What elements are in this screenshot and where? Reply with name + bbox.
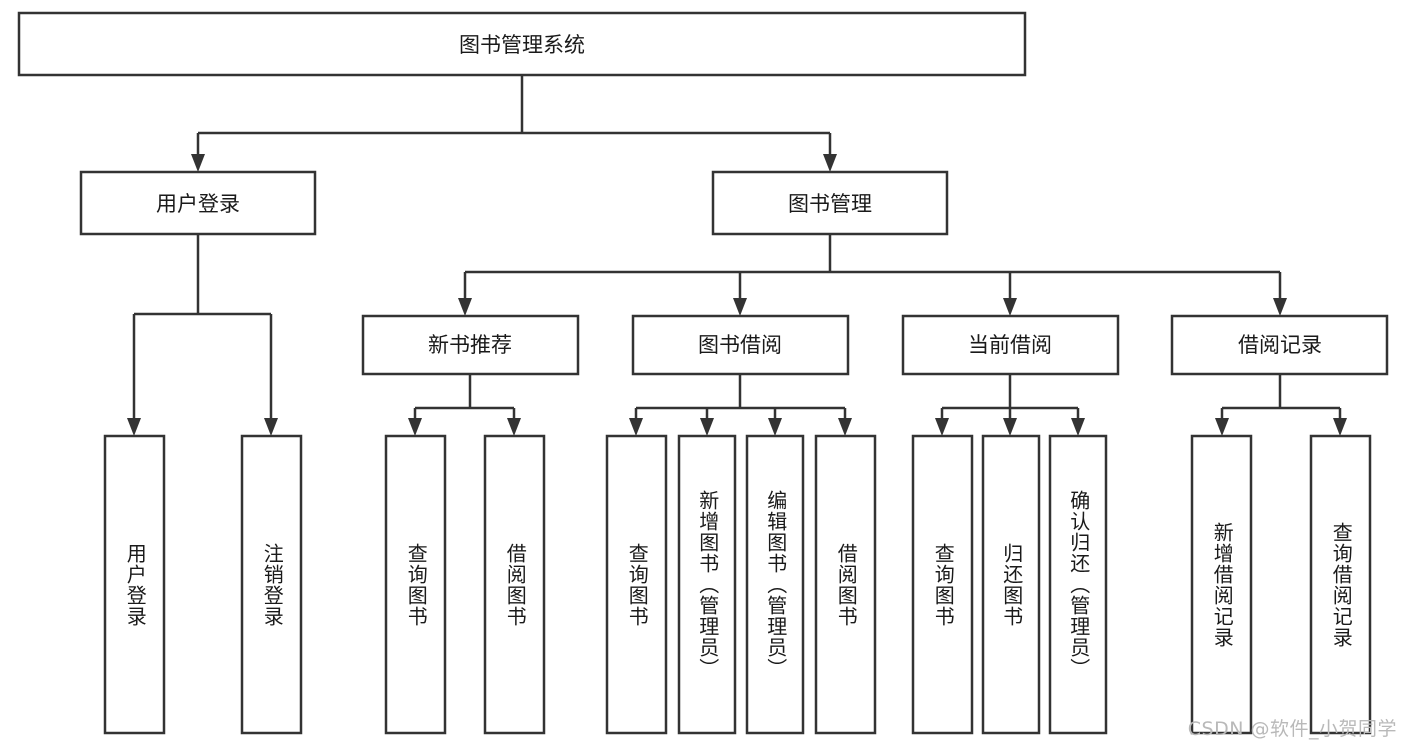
- node-leaf-borrow-book-2[interactable]: 借阅图书: [814, 434, 877, 735]
- node-book-borrow-box: [631, 314, 850, 376]
- node-leaf-query-record[interactable]: 查询借阅记录: [1309, 434, 1372, 735]
- node-root-box: [17, 11, 1027, 77]
- node-leaf-logout-login-box: [240, 434, 303, 735]
- node-current-borrow[interactable]: 当前借阅: [901, 314, 1120, 376]
- node-book-management[interactable]: 图书管理: [711, 170, 949, 236]
- node-leaf-borrow-book-2-label: 借阅图书: [834, 542, 859, 627]
- arrowhead-book-management: [823, 154, 837, 172]
- node-leaf-query-book-3-label: 查询图书: [931, 542, 956, 627]
- node-new-book-recommend-label: 新书推荐: [428, 333, 512, 357]
- node-leaf-return-book-box: [981, 434, 1041, 735]
- arrowhead-leaf-return-book: [1003, 418, 1017, 436]
- node-leaf-add-record-box: [1190, 434, 1253, 735]
- node-leaf-return-book[interactable]: 归还图书: [981, 434, 1041, 735]
- arrowhead-leaf-query-book-2: [629, 418, 643, 436]
- node-borrow-record-box: [1170, 314, 1389, 376]
- node-book-borrow[interactable]: 图书借阅: [631, 314, 850, 376]
- node-leaf-confirm-return-label: 确认归还（管理员）: [1066, 490, 1091, 679]
- arrowhead-leaf-add-book: [700, 418, 714, 436]
- node-root-label: 图书管理系统: [459, 33, 585, 57]
- node-leaf-user-login-label: 用户登录: [123, 542, 148, 627]
- node-current-borrow-label: 当前借阅: [968, 333, 1052, 357]
- node-leaf-query-book-1-label: 查询图书: [404, 542, 429, 627]
- node-root[interactable]: 图书管理系统: [17, 11, 1027, 77]
- arrowhead-leaf-add-record: [1215, 418, 1229, 436]
- node-new-book-recommend[interactable]: 新书推荐: [361, 314, 580, 376]
- node-leaf-user-login[interactable]: 用户登录: [103, 434, 166, 735]
- node-new-book-recommend-box: [361, 314, 580, 376]
- node-leaf-query-book-3[interactable]: 查询图书: [911, 434, 974, 735]
- node-leaf-add-book-label: 新增图书（管理员）: [695, 490, 720, 679]
- arrowhead-new-book-recommend: [458, 298, 472, 316]
- node-leaf-add-record-label: 新增借阅记录: [1210, 521, 1235, 648]
- node-leaf-edit-book-box: [745, 434, 805, 735]
- node-leaf-logout-login[interactable]: 注销登录: [240, 434, 303, 735]
- node-leaf-query-record-label: 查询借阅记录: [1329, 521, 1354, 648]
- node-leaf-borrow-book-2-box: [814, 434, 877, 735]
- node-leaf-query-book-3-box: [911, 434, 974, 735]
- node-leaf-query-book-1-box: [384, 434, 447, 735]
- leaf-layer: 用户登录 注销登录 查询图书 借阅图书: [103, 434, 1372, 735]
- node-book-management-box: [711, 170, 949, 236]
- node-current-borrow-box: [901, 314, 1120, 376]
- node-leaf-logout-login-label: 注销登录: [260, 542, 285, 627]
- node-user-login-label: 用户登录: [156, 192, 240, 216]
- arrowhead-leaf-query-book-3: [935, 418, 949, 436]
- node-leaf-add-record[interactable]: 新增借阅记录: [1190, 434, 1253, 735]
- arrowhead-borrow-record: [1273, 298, 1287, 316]
- node-borrow-record[interactable]: 借阅记录: [1170, 314, 1389, 376]
- node-book-borrow-label: 图书借阅: [698, 333, 782, 357]
- arrowhead-leaf-user-login: [127, 418, 141, 436]
- node-book-management-label: 图书管理: [788, 192, 872, 216]
- node-borrow-record-label: 借阅记录: [1238, 333, 1322, 357]
- arrowhead-leaf-logout-login: [264, 418, 278, 436]
- arrowhead-leaf-query-record: [1333, 418, 1347, 436]
- node-user-login-box: [79, 170, 317, 236]
- arrowhead-leaf-edit-book: [768, 418, 782, 436]
- node-leaf-borrow-book-1-label: 借阅图书: [503, 542, 528, 627]
- node-leaf-add-book[interactable]: 新增图书（管理员）: [677, 434, 737, 735]
- node-leaf-borrow-book-1[interactable]: 借阅图书: [483, 434, 546, 735]
- node-leaf-add-book-box: [677, 434, 737, 735]
- connector-layer: [127, 75, 1347, 436]
- node-leaf-user-login-box: [103, 434, 166, 735]
- node-leaf-borrow-book-1-box: [483, 434, 546, 735]
- node-leaf-edit-book-label: 编辑图书（管理员）: [763, 490, 788, 679]
- node-leaf-query-book-2-label: 查询图书: [625, 542, 650, 627]
- arrowhead-leaf-confirm-return: [1071, 418, 1085, 436]
- node-leaf-confirm-return-box: [1048, 434, 1108, 735]
- arrowhead-book-borrow: [733, 298, 747, 316]
- node-leaf-query-book-1[interactable]: 查询图书: [384, 434, 447, 735]
- arrowhead-current-borrow: [1003, 298, 1017, 316]
- arrowhead-user-login: [191, 154, 205, 172]
- node-user-login[interactable]: 用户登录: [79, 170, 317, 236]
- node-leaf-confirm-return[interactable]: 确认归还（管理员）: [1048, 434, 1108, 735]
- arrowhead-leaf-query-book-1: [408, 418, 422, 436]
- node-leaf-query-book-2-box: [605, 434, 668, 735]
- node-leaf-edit-book[interactable]: 编辑图书（管理员）: [745, 434, 805, 735]
- node-leaf-query-record-box: [1309, 434, 1372, 735]
- arrowhead-leaf-borrow-book-1: [507, 418, 521, 436]
- node-leaf-return-book-label: 归还图书: [999, 542, 1024, 627]
- node-leaf-query-book-2[interactable]: 查询图书: [605, 434, 668, 735]
- arrowhead-leaf-borrow-book-2: [838, 418, 852, 436]
